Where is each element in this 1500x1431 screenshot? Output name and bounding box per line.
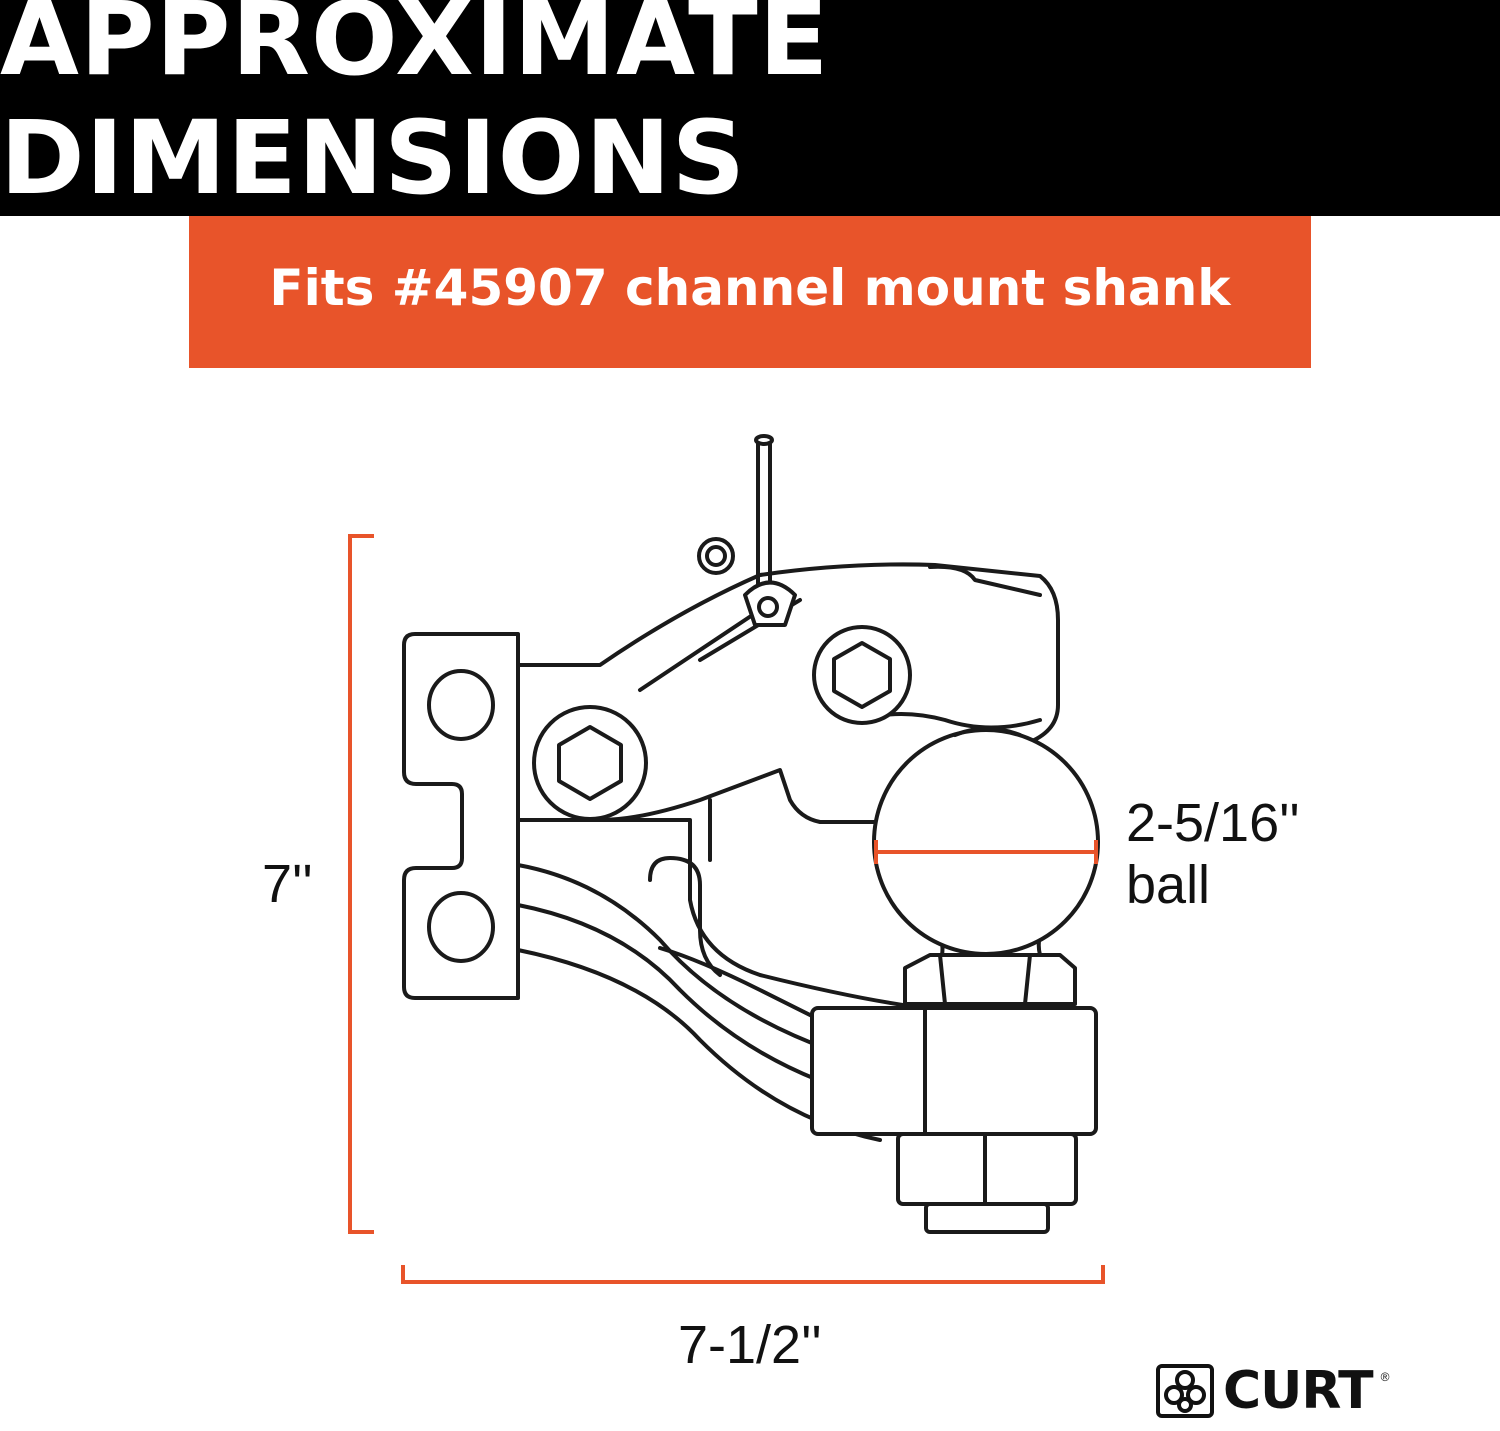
brand-name: CURT (1223, 1361, 1374, 1421)
header-bar: APPROXIMATE DIMENSIONS (0, 0, 1500, 218)
height-label: 7'' (262, 854, 313, 914)
ball-collar (903, 953, 1077, 1006)
mount-hole-top (427, 669, 495, 741)
fitment-text: Fits #45907 channel mount shank (269, 259, 1231, 317)
mount-hole-bottom (427, 891, 495, 963)
width-dimension-line (401, 1265, 1105, 1284)
ball-size-label: 2-5/16'' ball (1126, 792, 1300, 916)
latch-pin (756, 438, 772, 592)
width-label: 7-1/2'' (678, 1315, 822, 1375)
curt-logo-icon (1156, 1364, 1214, 1418)
height-dimension-line (348, 534, 374, 1234)
fitment-banner: Fits #45907 channel mount shank (189, 216, 1311, 368)
ball-size-value: 2-5/16'' (1126, 793, 1300, 853)
brand-trademark: ® (1380, 1370, 1390, 1384)
ball-platform (810, 1006, 1098, 1136)
pintle-hitch-illustration (402, 434, 1100, 1234)
page-title: APPROXIMATE DIMENSIONS (0, 0, 830, 218)
brand-logo: CURT ® (1155, 1361, 1390, 1421)
hitch-ball (872, 728, 1100, 956)
ball-size-unit: ball (1126, 855, 1211, 916)
ball-diameter-line (874, 840, 1098, 864)
